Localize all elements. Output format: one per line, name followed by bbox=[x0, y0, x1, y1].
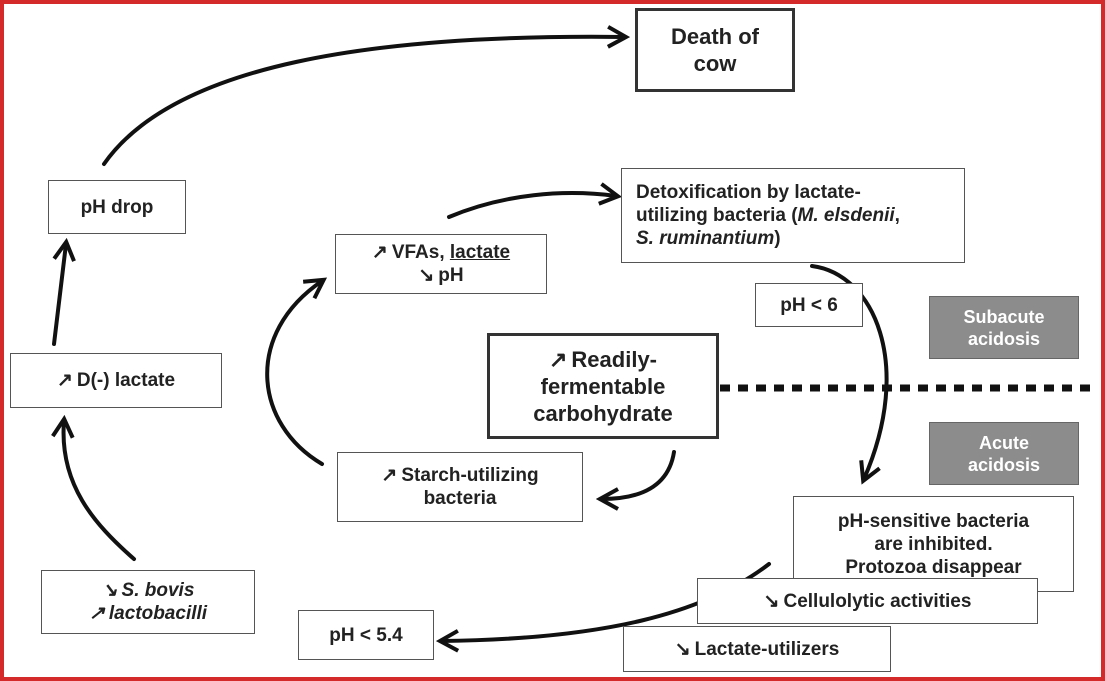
detox-line1: Detoxification by lactate- bbox=[636, 182, 861, 203]
decrease-arrow-icon: ↘ bbox=[101, 580, 118, 601]
increase-arrow-icon: ↗ bbox=[88, 603, 105, 624]
detoxification-box: Detoxification by lactate- utilizing bac… bbox=[621, 168, 965, 263]
carb-line3: carbohydrate bbox=[533, 400, 673, 426]
cellulo-line: ↘Cellulolytic activities bbox=[764, 590, 972, 613]
lactate-utilizers-box: ↘Lactate-utilizers bbox=[623, 626, 891, 672]
carbohydrate-box: ↗Readily- fermentable carbohydrate bbox=[487, 333, 719, 439]
ph-below-6-box: pH < 6 bbox=[755, 283, 863, 327]
vfas-ph-label: pH bbox=[438, 265, 464, 286]
detox-line3-suffix: ) bbox=[774, 228, 781, 249]
decrease-arrow-icon: ↘ bbox=[763, 590, 780, 612]
d-lactate-line: ↗D(-) lactate bbox=[57, 369, 175, 392]
ph-drop-box: pH drop bbox=[48, 180, 186, 234]
s-ruminantium-label: S. ruminantium bbox=[636, 228, 775, 249]
death-line2: cow bbox=[693, 51, 737, 76]
detox-line2-prefix: utilizing bacteria ( bbox=[636, 205, 798, 226]
subacute-acidosis-box: Subacute acidosis bbox=[929, 296, 1079, 359]
carb-line1: ↗Readily- bbox=[549, 346, 657, 373]
death-of-cow-box: Death of cow bbox=[635, 8, 795, 92]
m-elsdenii-label: M. elsdenii bbox=[797, 205, 895, 226]
detox-line2: utilizing bacteria (M. elsdenii, bbox=[636, 204, 900, 227]
phsens-line2: are inhibited. bbox=[874, 533, 993, 555]
arrows-layer bbox=[4, 4, 1096, 677]
cellulolytic-box: ↘Cellulolytic activities bbox=[697, 578, 1038, 624]
vfas-label: VFAs, bbox=[391, 242, 450, 263]
ph-below-5-4-box: pH < 5.4 bbox=[298, 610, 434, 660]
acute-line1: Acute bbox=[978, 432, 1029, 453]
lactobacilli-label: lactobacilli bbox=[108, 603, 208, 624]
sbovis-line: ↘S. bovis bbox=[102, 579, 195, 602]
phsens-line1: pH-sensitive bacteria bbox=[837, 510, 1030, 532]
detox-line3: S. ruminantium) bbox=[636, 227, 781, 250]
lactate-label: lactate bbox=[449, 242, 511, 263]
subacute-line1: Subacute bbox=[963, 306, 1045, 327]
acute-acidosis-box: Acute acidosis bbox=[929, 422, 1079, 485]
d-lactate-box: ↗D(-) lactate bbox=[10, 353, 222, 408]
decrease-arrow-icon: ↘ bbox=[418, 265, 435, 286]
starch-line1-label: Starch-utilizing bbox=[401, 465, 539, 486]
starch-line1: ↗Starch-utilizing bbox=[381, 464, 538, 487]
carb-line1-label: Readily- bbox=[571, 346, 658, 372]
arrow-starch-to-vfas bbox=[265, 281, 322, 466]
increase-arrow-icon: ↗ bbox=[56, 370, 73, 391]
detox-line2-suffix: , bbox=[894, 205, 900, 226]
ph-below-5-4-label: pH < 5.4 bbox=[329, 624, 403, 646]
lactate-utilizers-line: ↘Lactate-utilizers bbox=[675, 638, 840, 661]
d-lactate-label: D(-) lactate bbox=[76, 370, 176, 391]
vfas-lactate-box: ↗VFAs, lactate ↘pH bbox=[335, 234, 547, 294]
phsens-line3: Protozoa disappear bbox=[845, 556, 1022, 578]
death-line1: Death of bbox=[671, 24, 759, 49]
sbovis-label: S. bovis bbox=[121, 580, 195, 601]
ph-drop-label: pH drop bbox=[80, 196, 154, 218]
carb-line2: fermentable bbox=[540, 373, 666, 399]
starch-utilizing-box: ↗Starch-utilizing bacteria bbox=[337, 452, 583, 522]
arrow-vfas-to-detox bbox=[447, 193, 616, 219]
increase-arrow-icon: ↗ bbox=[371, 242, 388, 263]
sbovis-lactobacilli-box: ↘S. bovis ↗lactobacilli bbox=[41, 570, 255, 634]
lactate-utilizers-label: Lactate-utilizers bbox=[694, 638, 840, 660]
increase-arrow-icon: ↗ bbox=[548, 346, 568, 372]
ph-below-6-label: pH < 6 bbox=[780, 294, 838, 316]
arrow-dlactate-to-phdrop bbox=[52, 244, 66, 346]
increase-arrow-icon: ↗ bbox=[381, 465, 398, 486]
acute-line2: acidosis bbox=[967, 454, 1041, 475]
cellulo-label: Cellulolytic activities bbox=[783, 590, 972, 612]
arrow-detox-to-acute bbox=[810, 264, 889, 479]
arrow-sbovis-to-dlactate bbox=[64, 421, 136, 561]
arrow-carb-to-starch bbox=[602, 450, 676, 499]
vfas-ph-line: ↘pH bbox=[418, 264, 463, 287]
decrease-arrow-icon: ↘ bbox=[674, 638, 691, 660]
arrow-phdrop-to-death bbox=[102, 37, 624, 166]
vfas-line: ↗VFAs, lactate bbox=[372, 241, 510, 264]
lactobacilli-line: ↗lactobacilli bbox=[89, 602, 207, 625]
ph-sensitive-box: pH-sensitive bacteria are inhibited. Pro… bbox=[793, 496, 1074, 592]
subacute-line2: acidosis bbox=[967, 328, 1041, 349]
starch-line2: bacteria bbox=[423, 488, 497, 509]
